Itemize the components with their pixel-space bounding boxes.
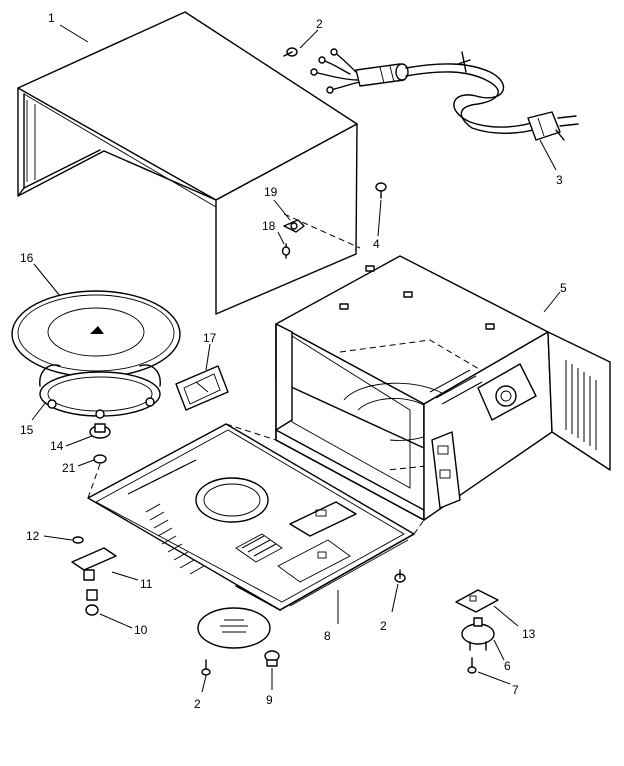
svg-text:3: 3 [556, 173, 563, 187]
screw-right [394, 569, 406, 583]
callout-15: 15 [20, 401, 47, 437]
turntable-motor [461, 617, 495, 651]
motor-bracket [455, 589, 499, 613]
callout-19: 19 [264, 185, 291, 221]
svg-text:5: 5 [560, 281, 567, 295]
svg-text:11: 11 [140, 577, 153, 591]
svg-text:18: 18 [262, 219, 276, 233]
callout-1: 1 [48, 11, 89, 43]
callout-9: 9 [266, 668, 273, 707]
svg-text:21: 21 [62, 461, 76, 475]
callout-17: 17 [203, 331, 217, 371]
thermal-cutout [281, 213, 361, 259]
svg-text:16: 16 [20, 251, 34, 265]
svg-text:14: 14 [50, 439, 64, 453]
svg-text:8: 8 [324, 629, 331, 643]
callout-21: 21 [62, 459, 95, 475]
callout-10: 10 [99, 613, 148, 637]
svg-text:15: 15 [20, 423, 34, 437]
callout-7: 7 [477, 671, 519, 697]
base-plate [87, 423, 415, 611]
svg-text:6: 6 [504, 659, 511, 673]
svg-text:1: 1 [48, 11, 55, 25]
svg-text:12: 12 [26, 529, 40, 543]
callout-2-right: 2 [380, 583, 399, 633]
screw-side [375, 182, 387, 199]
coupler [89, 423, 111, 464]
callout-12: 12 [26, 529, 73, 543]
svg-text:2: 2 [380, 619, 387, 633]
callout-8: 8 [324, 590, 339, 643]
svg-text:10: 10 [134, 623, 148, 637]
callout-3: 3 [539, 139, 563, 187]
callout-13: 13 [493, 605, 536, 641]
fan-cover [197, 607, 271, 649]
svg-text:17: 17 [203, 331, 217, 345]
callout-11: 11 [111, 571, 153, 591]
svg-text:13: 13 [522, 627, 536, 641]
callout-5: 5 [543, 281, 567, 313]
svg-text:9: 9 [266, 693, 273, 707]
svg-text:7: 7 [512, 683, 519, 697]
oven-cavity-assembly [275, 255, 611, 521]
callout-2-top: 2 [299, 17, 323, 49]
screw-bottom [201, 659, 211, 676]
svg-text:4: 4 [373, 237, 380, 251]
screw-top [283, 47, 298, 57]
callout-18: 18 [262, 219, 285, 245]
svg-text:19: 19 [264, 185, 278, 199]
foot-front [264, 650, 280, 667]
roller-ring [39, 364, 161, 419]
outer-cabinet [17, 11, 358, 315]
foot-bracket-left [71, 536, 117, 616]
callout-4: 4 [373, 199, 382, 251]
power-cord [310, 48, 579, 141]
motor-screw [467, 657, 477, 674]
cavity-light-holder [175, 365, 229, 411]
callout-16: 16 [20, 251, 61, 297]
turntable-tray [11, 290, 181, 378]
callout-14: 14 [50, 435, 93, 453]
callout-2-bottom: 2 [194, 675, 207, 711]
svg-text:2: 2 [316, 17, 323, 31]
svg-text:2: 2 [194, 697, 201, 711]
callout-6: 6 [493, 639, 511, 673]
